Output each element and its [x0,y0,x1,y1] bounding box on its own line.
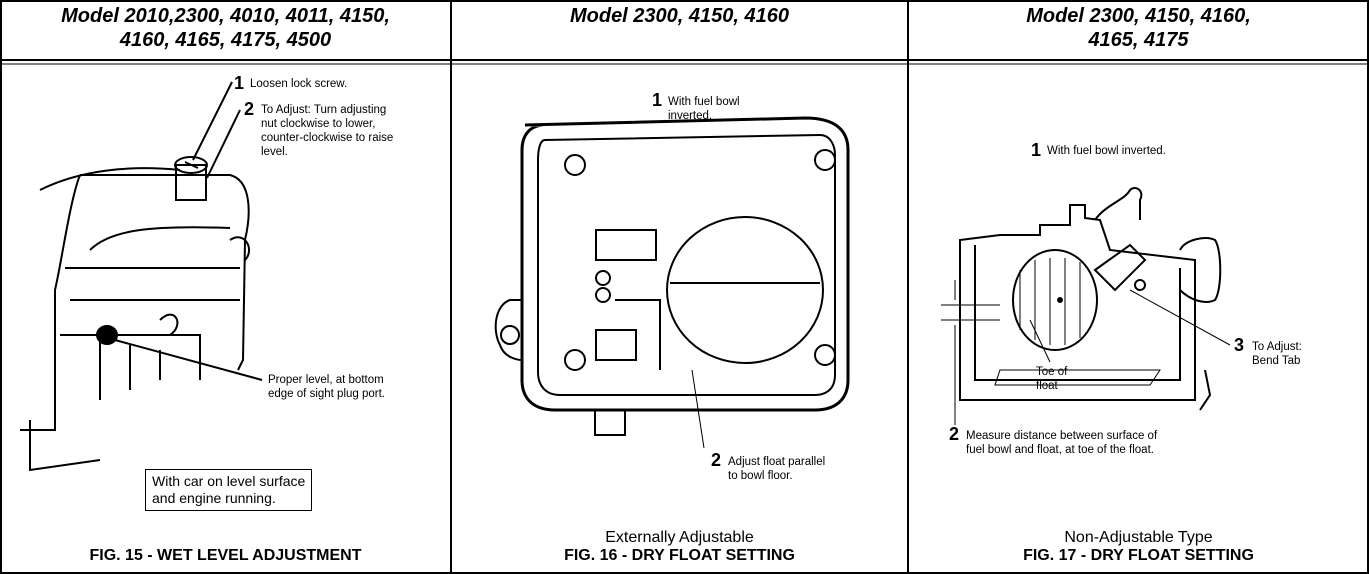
callout-text-line: Bend Tab [1252,355,1301,367]
fig17-callout-3: 3 To Adjust: Bend Tab [1234,335,1302,368]
dry-float-bowl-drawing-externally-adjustable [494,116,850,449]
fig16-caption: Externally Adjustable FIG. 16 - DRY FLOA… [451,529,908,565]
callout-text-line: to bowl floor. [728,470,793,482]
fig17-callout-toe-of-float: Toe of float [1036,365,1067,393]
figure-caption: FIG. 17 - DRY FLOAT SETTING [1023,547,1254,564]
callout-number: 2 [244,99,255,119]
callout-text-line: edge of sight plug port. [268,388,385,400]
figure-caption: FIG. 16 - DRY FLOAT SETTING [564,547,795,564]
column-2-header: Model 2300, 4150, 4160 [451,0,908,60]
fig17-callout-2: 2 Measure distance between surface of fu… [949,424,1158,457]
column-3-header: Model 2300, 4150, 4160, 4165, 4175 [908,0,1369,60]
callout-text-line: To Adjust: [1252,341,1302,353]
callout-text: Loosen lock screw. [250,78,348,90]
note-line: With car on level surface [152,473,306,489]
callout-text-line: float [1036,380,1058,392]
callout-number: 2 [949,424,960,444]
callout-number: 1 [234,73,245,93]
fig15-callout-1: 1 Loosen lock screw. [234,73,348,93]
column-1-header-line1: Model 2010,2300, 4010, 4011, 4150, [61,5,390,27]
fig15-caption: FIG. 15 - WET LEVEL ADJUSTMENT [0,547,451,565]
callout-text: With fuel bowl inverted. [1047,145,1166,157]
callout-text-line: inverted. [668,110,713,122]
callout-number: 2 [711,450,722,470]
callout-text-line: With fuel bowl [668,96,740,108]
fig15-note-box: With car on level surface and engine run… [145,469,313,511]
callout-number: 1 [1031,140,1042,160]
column-3-header-line2: 4165, 4175 [1088,29,1189,51]
column-1-header-line2: 4160, 4165, 4175, 4500 [119,29,332,51]
figure-caption: FIG. 15 - WET LEVEL ADJUSTMENT [89,547,362,564]
figure-subcaption: Externally Adjustable [605,529,754,546]
callout-text-line: Toe of [1036,366,1068,378]
fig15-callout-proper-level: Proper level, at bottom edge of sight pl… [268,373,385,401]
callout-text-line: level. [261,146,288,158]
callout-text-line: Measure distance between surface of [966,430,1158,442]
callout-number: 3 [1234,335,1245,355]
column-3-header-line1: Model 2300, 4150, 4160, [1026,5,1251,27]
fig16-callout-1: 1 With fuel bowl inverted. [652,90,740,123]
wet-level-carburetor-drawing [20,81,263,472]
fig17-caption: Non-Adjustable Type FIG. 17 - DRY FLOAT … [908,529,1369,565]
column-1-header: Model 2010,2300, 4010, 4011, 4150, 4160,… [0,0,451,60]
fig17-callout-1: 1 With fuel bowl inverted. [1031,140,1166,160]
callout-number: 1 [652,90,663,110]
callout-text-line: nut clockwise to lower, [261,118,376,130]
fig15-callout-2: 2 To Adjust: Turn adjusting nut clockwis… [244,99,454,159]
callout-text-line: counter-clockwise to raise [261,132,394,144]
figure-subcaption: Non-Adjustable Type [1064,529,1213,546]
column-2-header-line1: Model 2300, 4150, 4160 [569,5,790,27]
fig16-callout-2: 2 Adjust float parallel to bowl floor. [711,450,826,483]
callout-text-line: Adjust float parallel [728,456,826,468]
note-line: and engine running. [152,490,276,506]
dry-float-bowl-drawing-non-adjustable [941,187,1231,425]
callout-text-line: To Adjust: Turn adjusting [261,104,387,116]
callout-text-line: fuel bowl and float, at toe of the float… [966,444,1154,456]
callout-text-line: Proper level, at bottom [268,374,384,386]
